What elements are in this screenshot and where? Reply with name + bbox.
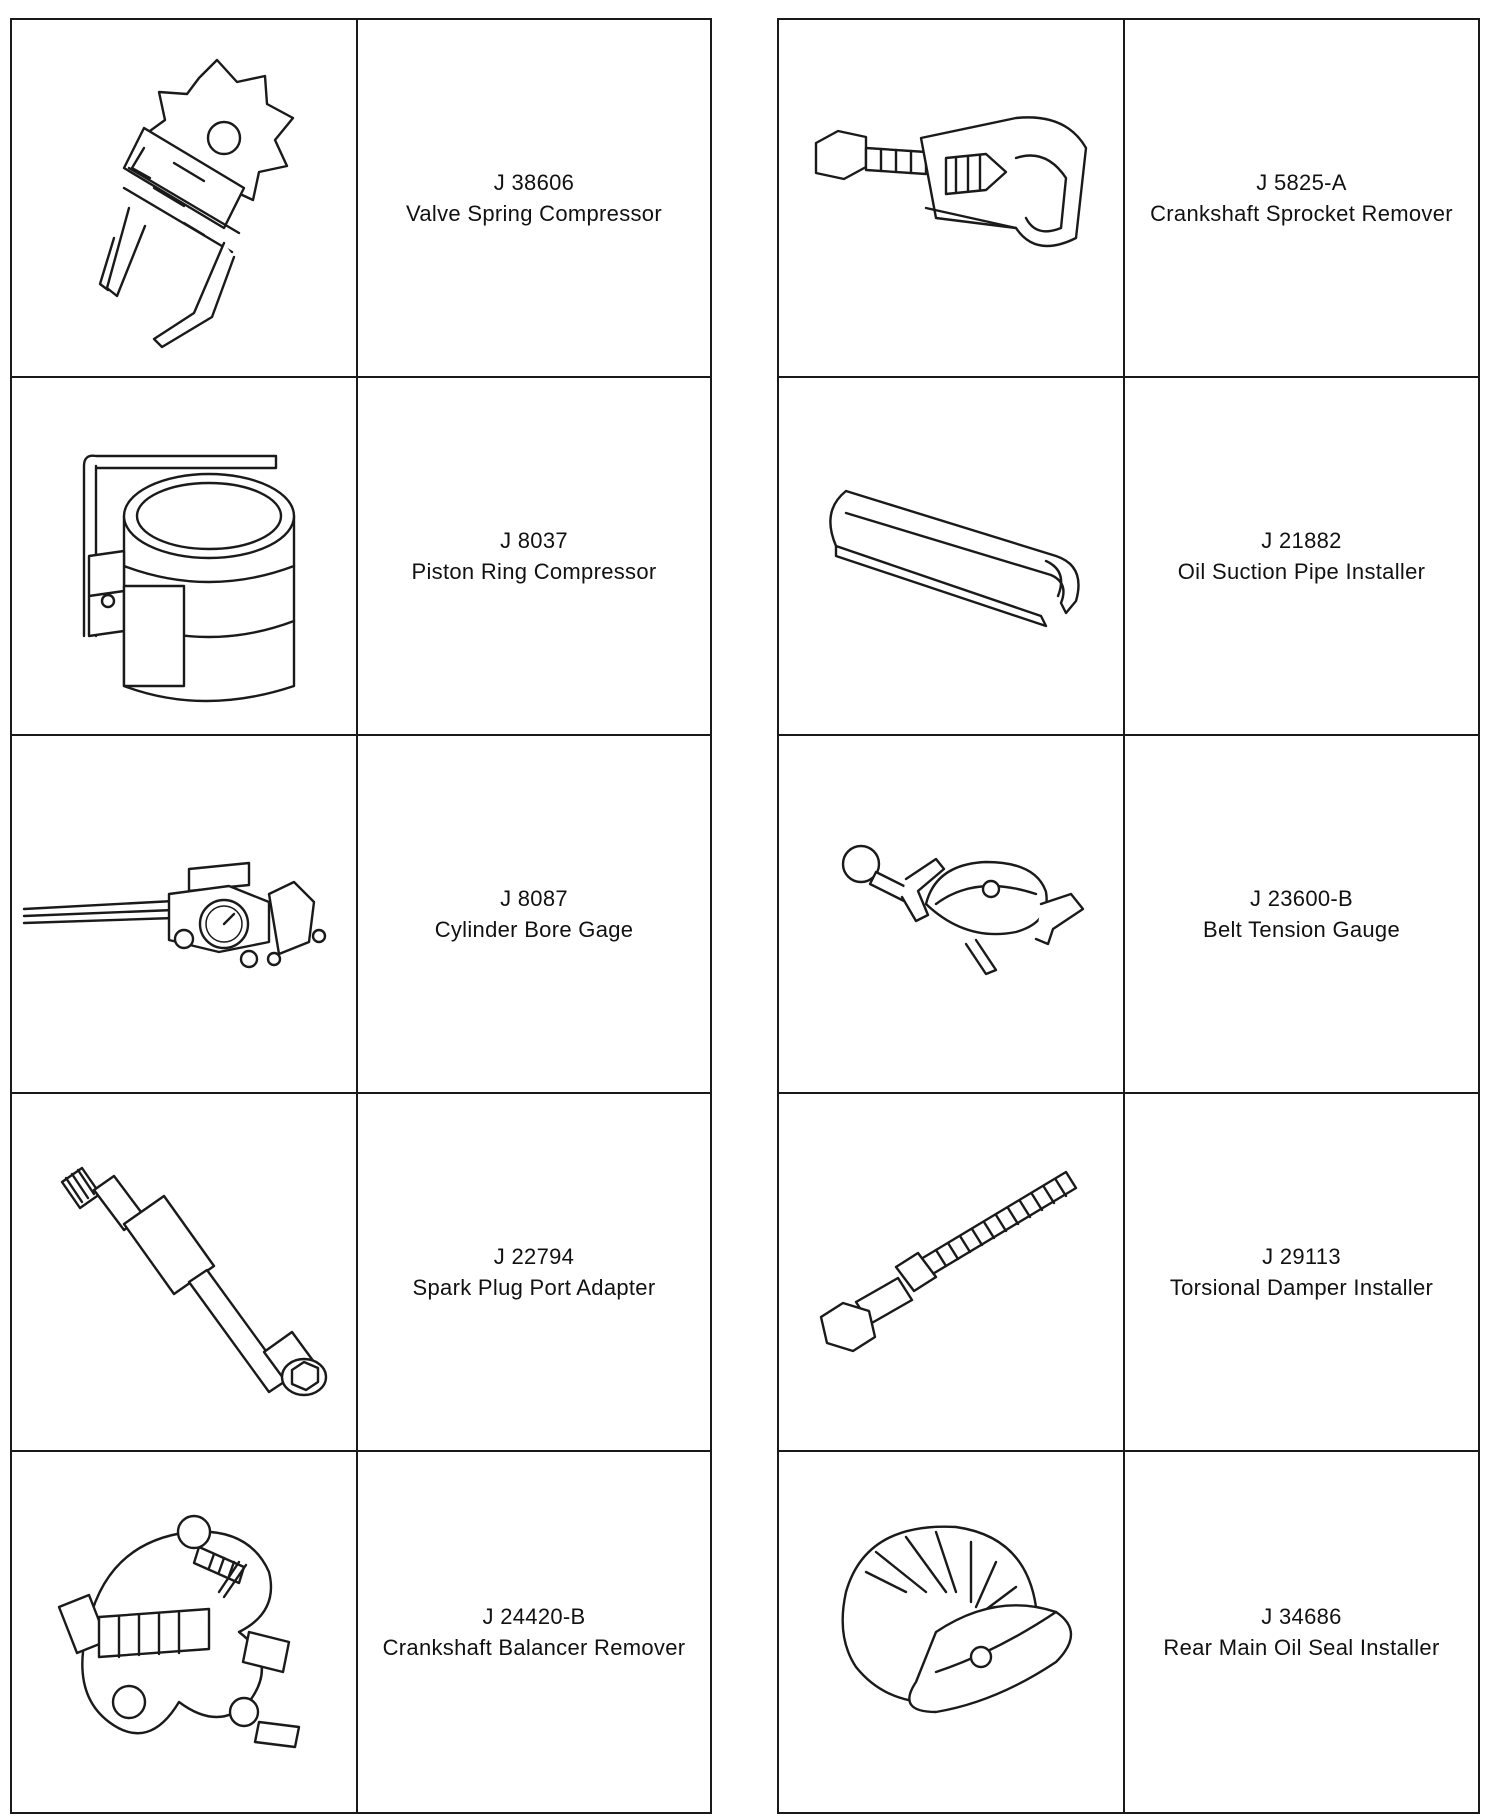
tool-name: Valve Spring Compressor — [406, 201, 662, 226]
tool-name: Torsional Damper Installer — [1169, 1275, 1434, 1300]
tool-name: Oil Suction Pipe Installer — [1177, 559, 1426, 584]
tool-id: J 24420-B — [482, 1604, 586, 1629]
tool-text-cell: J 34686 Rear Main Oil Seal Installer — [1125, 1452, 1478, 1812]
tool-text-cell: J 21882 Oil Suction Pipe Installer — [1125, 378, 1478, 734]
tool-text-cell: J 22794 Spark Plug Port Adapter — [358, 1094, 710, 1450]
tool-row: J 23600-B Belt Tension Gauge — [779, 736, 1478, 1094]
tool-text-cell: J 8087 Cylinder Bore Gage — [358, 736, 710, 1092]
spark-plug-port-adapter-icon — [60, 1166, 328, 1397]
tool-name: Belt Tension Gauge — [1202, 917, 1401, 942]
tool-image-cell — [12, 378, 358, 734]
torsional-damper-installer-icon — [819, 1170, 1078, 1353]
piston-ring-compressor-icon — [82, 454, 296, 703]
tool-row: J 38606 Valve Spring Compressor — [12, 20, 710, 378]
tool-table-right: J 5825-A Crankshaft Sprocket Remover J 2… — [777, 18, 1480, 1814]
tool-text-cell: J 23600-B Belt Tension Gauge — [1125, 736, 1478, 1092]
tool-name: Crankshaft Sprocket Remover — [1150, 201, 1453, 226]
tool-name: Cylinder Bore Gage — [434, 917, 634, 942]
tool-id: J 23600-B — [1250, 886, 1353, 911]
tool-name: Rear Main Oil Seal Installer — [1163, 1635, 1440, 1660]
cylinder-bore-gage-icon — [22, 861, 327, 969]
tool-text-cell: J 24420-B Crankshaft Balancer Remover — [358, 1452, 710, 1812]
tool-id: J 8087 — [500, 886, 568, 911]
tool-text-cell: J 29113 Torsional Damper Installer — [1125, 1094, 1478, 1450]
tool-id: J 34686 — [1261, 1604, 1342, 1629]
tool-image-cell — [779, 736, 1125, 1092]
crankshaft-sprocket-remover-icon — [814, 116, 1088, 248]
oil-suction-pipe-installer-icon — [829, 489, 1080, 628]
tool-text-cell: J 8037 Piston Ring Compressor — [358, 378, 710, 734]
rear-main-oil-seal-installer-icon — [841, 1525, 1073, 1714]
tool-image-cell — [12, 1452, 358, 1812]
tool-row: J 29113 Torsional Damper Installer — [779, 1094, 1478, 1452]
tool-id: J 21882 — [1261, 528, 1342, 553]
belt-tension-gauge-icon — [841, 844, 1085, 976]
valve-spring-compressor-icon — [98, 58, 295, 349]
tool-id: J 29113 — [1262, 1244, 1341, 1269]
tool-image-cell — [779, 20, 1125, 376]
tool-text-cell: J 38606 Valve Spring Compressor — [358, 20, 710, 376]
tool-image-cell — [779, 378, 1125, 734]
tool-text-cell: J 5825-A Crankshaft Sprocket Remover — [1125, 20, 1478, 376]
tool-name: Piston Ring Compressor — [411, 559, 657, 584]
crankshaft-balancer-remover-icon — [57, 1514, 301, 1749]
tool-image-cell — [779, 1452, 1125, 1812]
tool-row: J 8087 Cylinder Bore Gage — [12, 736, 710, 1094]
tool-row: J 22794 Spark Plug Port Adapter — [12, 1094, 710, 1452]
tool-name: Spark Plug Port Adapter — [412, 1275, 656, 1300]
tool-row: J 24420-B Crankshaft Balancer Remover — [12, 1452, 710, 1812]
tool-name: Crankshaft Balancer Remover — [382, 1635, 686, 1660]
tool-id: J 22794 — [493, 1244, 575, 1269]
tool-row: J 5825-A Crankshaft Sprocket Remover — [779, 20, 1478, 378]
tool-id: J 8037 — [500, 528, 568, 553]
tool-table-left: J 38606 Valve Spring Compressor J 8037 P… — [10, 18, 712, 1814]
tool-row: J 21882 Oil Suction Pipe Installer — [779, 378, 1478, 736]
tool-image-cell — [779, 1094, 1125, 1450]
tool-id: J 38606 — [493, 170, 575, 195]
tool-row: J 34686 Rear Main Oil Seal Installer — [779, 1452, 1478, 1812]
tool-id: J 5825-A — [1256, 170, 1347, 195]
tool-row: J 8037 Piston Ring Compressor — [12, 378, 710, 736]
tool-image-cell — [12, 1094, 358, 1450]
tool-image-cell — [12, 736, 358, 1092]
tool-image-cell — [12, 20, 358, 376]
